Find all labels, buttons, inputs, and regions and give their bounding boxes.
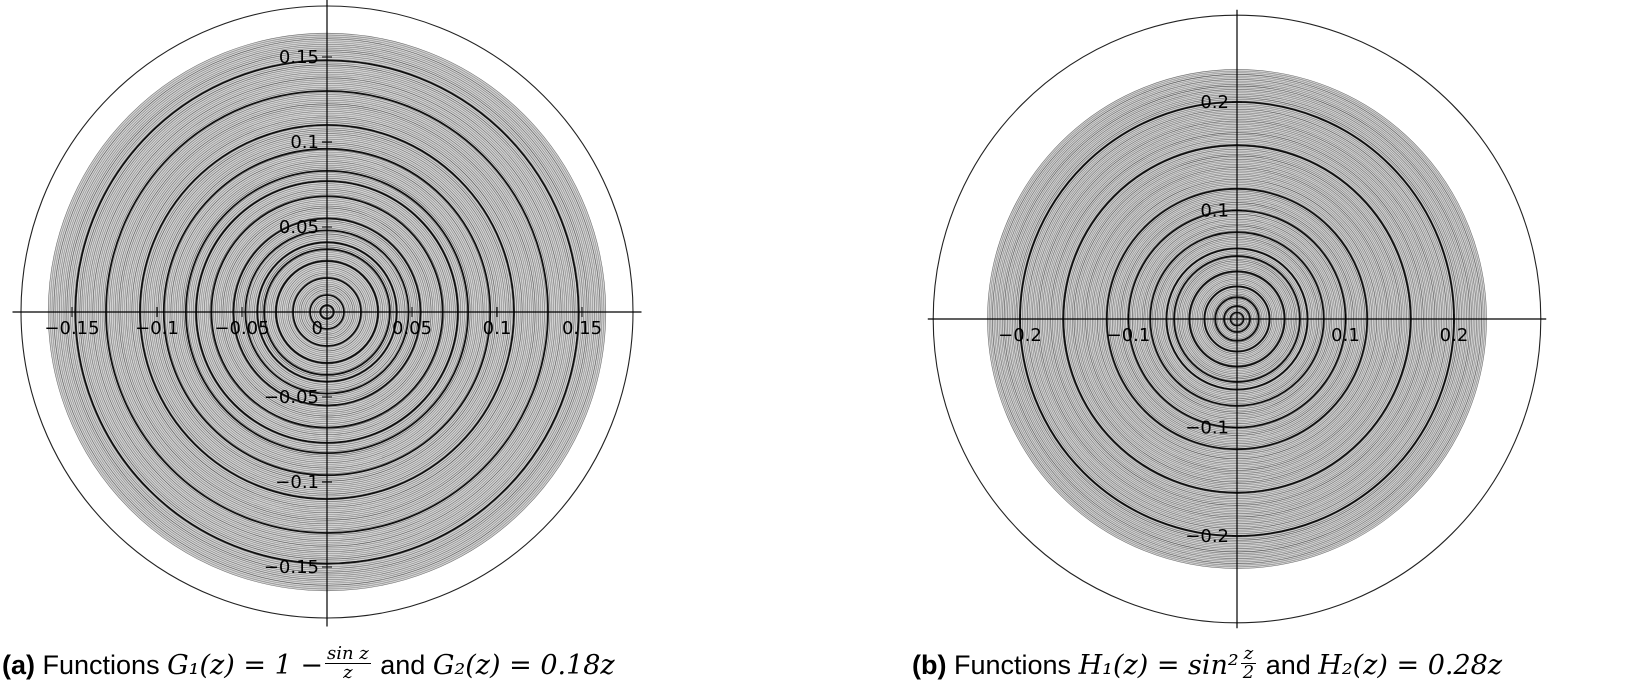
y-tick-label: −0.2 — [1185, 526, 1229, 547]
y-tick-label: −0.1 — [275, 472, 319, 493]
y-tick-label: 0.1 — [290, 132, 319, 153]
caption-b-f2: H₂(z) = 0.28z — [1318, 650, 1503, 681]
x-tick-label: −0.15 — [44, 318, 99, 339]
y-tick-label: 0.2 — [1200, 92, 1229, 113]
caption-b-tag: (b) — [912, 650, 947, 680]
x-tick-label: 0.05 — [392, 318, 432, 339]
caption-a-f1-lhs: G₁(z) = 1 − — [167, 650, 323, 681]
chart-panel-a: −0.15 −0.1 −0.05 0 0.05 0.1 0.15 −0.15 −0.1 −0.05… — [2, 0, 642, 685]
caption-b-and: and — [1265, 650, 1311, 680]
caption-a-fraction-num: sin z — [324, 643, 371, 665]
caption-b-fraction-num: z — [1240, 645, 1257, 665]
y-tick-label: −0.1 — [1185, 418, 1229, 439]
chart-b-plot: −0.2 −0.1 0.1 0.2 −0.2 −0.1 0.1 0.2 — [927, 9, 1547, 629]
x-tick-label: −0.2 — [998, 325, 1042, 346]
x-tick-label: 0.1 — [1331, 325, 1360, 346]
x-tick-label: 0.1 — [483, 318, 512, 339]
caption-a-f2: G₂(z) = 0.18z — [432, 650, 615, 681]
y-tick-label: 0.15 — [279, 47, 319, 68]
caption-b-lead: Functions — [954, 650, 1072, 680]
x-tick-label: −0.05 — [214, 318, 269, 339]
y-tick-label: −0.05 — [264, 387, 319, 408]
x-tick-label: −0.1 — [135, 318, 179, 339]
caption-a-fraction-den: z — [343, 662, 353, 684]
x-tick-label: −0.1 — [1107, 325, 1151, 346]
y-tick-label: 0.05 — [279, 217, 319, 238]
chart-panel-b: −0.2 −0.1 0.1 0.2 −0.2 −0.1 0.1 0.2 (b) Functio… — [820, 0, 1639, 685]
caption-a-tag: (a) — [2, 650, 35, 680]
y-tick-label: 0.1 — [1200, 201, 1229, 222]
x-tick-label: 0.2 — [1440, 325, 1469, 346]
chart-a-plot: −0.15 −0.1 −0.05 0 0.05 0.1 0.15 −0.15 −0.1 −0.05… — [12, 0, 642, 627]
y-tick-label: −0.15 — [264, 557, 319, 578]
caption-a-lead: Functions — [42, 650, 160, 680]
x-tick-label: 0 — [312, 318, 323, 339]
x-tick-label: 0.15 — [562, 318, 602, 339]
caption-a-and: and — [380, 650, 426, 680]
caption-b-fraction-den: 2 — [1242, 662, 1255, 684]
caption-b-f1-lhs: H₁(z) = sin² — [1078, 650, 1239, 681]
